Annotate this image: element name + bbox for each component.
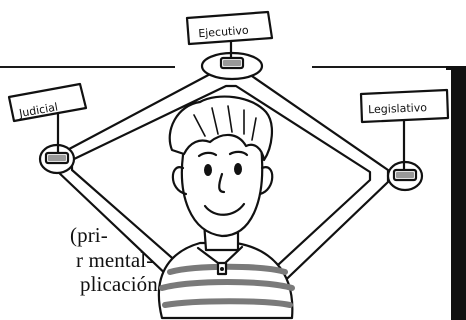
pedestal-right: [388, 120, 422, 190]
sign-right-text: Legislativo: [368, 101, 428, 116]
sign-left: Judicial: [9, 84, 86, 121]
sign-top: Ejecutivo: [187, 12, 272, 44]
sign-right: Legislativo: [361, 90, 448, 122]
